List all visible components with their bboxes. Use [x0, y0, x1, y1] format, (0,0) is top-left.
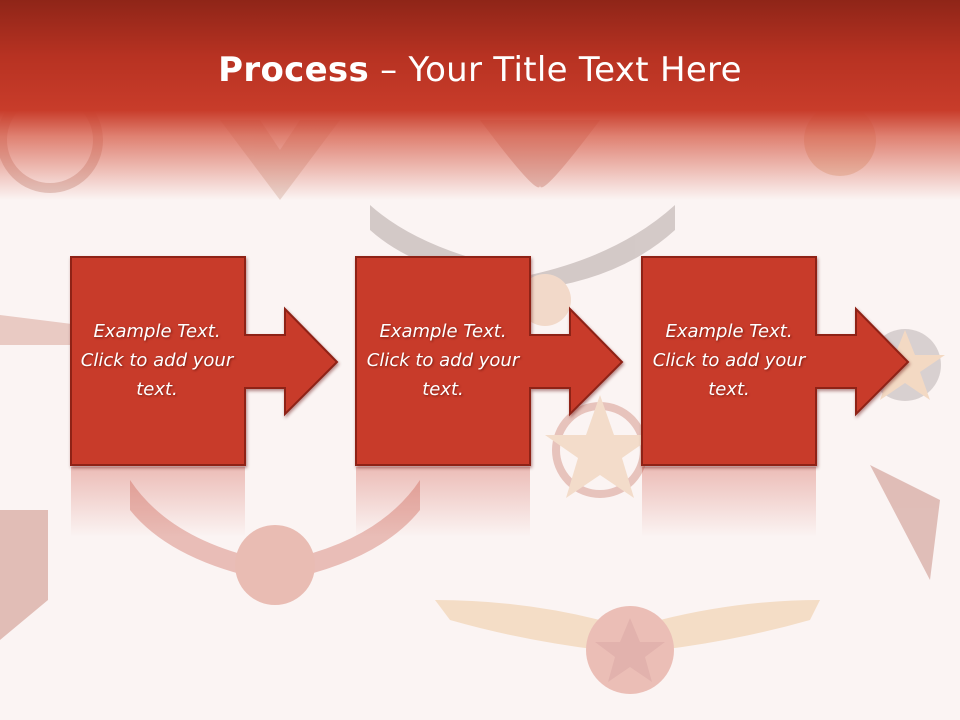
reflection-3	[642, 467, 816, 537]
step-shape-3	[641, 256, 910, 466]
slide-title-bold: Process	[218, 50, 370, 90]
lower-wing-center-icon	[235, 525, 315, 605]
step-shape-2	[355, 256, 624, 466]
step-1-text[interactable]: Example Text. Click to add your text.	[80, 321, 234, 400]
bottom-wing-right-icon	[660, 600, 820, 650]
bottom-wing-left-icon	[435, 600, 600, 650]
step-3-text[interactable]: Example Text. Click to add your text.	[652, 321, 806, 400]
title-banner	[0, 0, 960, 200]
bottom-star-icon	[595, 618, 665, 682]
lower-wing-right-icon	[285, 480, 420, 580]
slide-title-rest: – Your Title Text Here	[369, 50, 742, 90]
slide-title[interactable]: Process – Your Title Text Here	[0, 50, 960, 90]
wing-far-left-icon	[0, 315, 80, 345]
star-icon	[545, 395, 655, 498]
bottom-star-circle-icon	[586, 606, 674, 694]
left-shield-icon	[0, 510, 48, 640]
right-chevron-icon	[870, 465, 940, 580]
step-shape-1	[70, 256, 339, 466]
lower-wing-left-icon	[130, 480, 265, 580]
step-2-text[interactable]: Example Text. Click to add your text.	[366, 321, 520, 400]
reflection-2	[356, 467, 530, 537]
star-badge-icon	[519, 274, 571, 326]
wing-right-icon	[530, 205, 675, 290]
reflection-1	[71, 467, 245, 537]
